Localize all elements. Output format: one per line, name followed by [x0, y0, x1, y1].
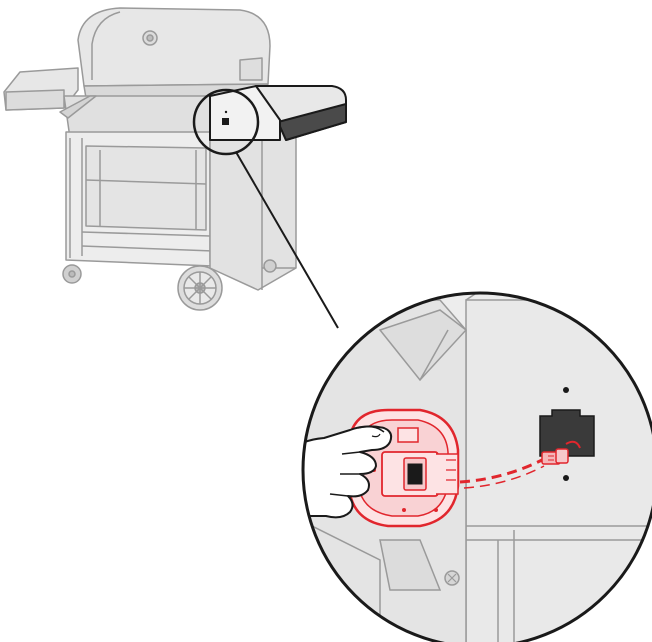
mounting-hole-bottom: [563, 475, 569, 481]
mounting-hole-top: [563, 387, 569, 393]
detail-view: [288, 280, 652, 642]
gas-grill-overview: [4, 8, 346, 310]
caster-wheel-left: [63, 265, 81, 283]
caster-wheel-right: [264, 260, 276, 272]
main-wheel: [178, 266, 222, 310]
